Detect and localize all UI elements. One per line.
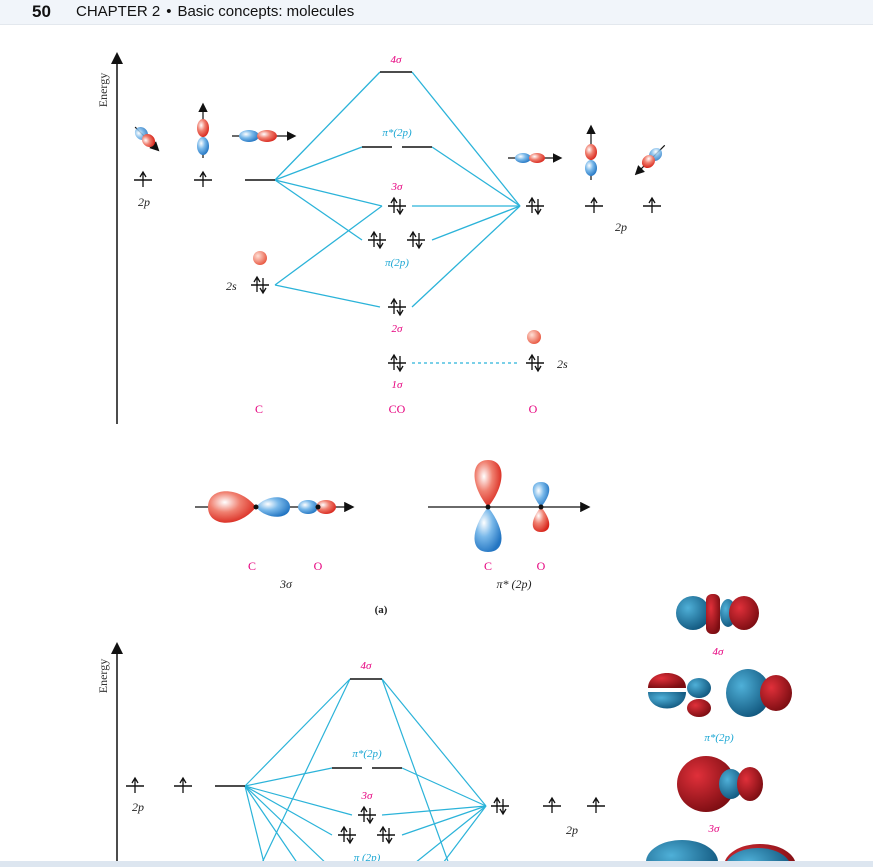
mo-1sigma-label-a: 1σ [392,379,404,391]
render-pi-star-label: π*(2p) [704,732,734,744]
bullet: • [166,3,172,20]
mo-pi-level-b2 [376,826,396,844]
o-p-orbital-icons [508,124,666,180]
c-p-orbital-icons [134,102,297,158]
atom-c-label: C [255,402,263,416]
b-right-2p-pair [490,797,510,815]
mo-4sigma-label-b: 4σ [361,660,373,672]
mo-4sigma-label-a: 4σ [391,54,403,66]
o-2p-label: 2p [615,220,627,234]
mo-3sigma-level-a [387,197,407,215]
render-4sigma [676,594,759,634]
mo-3sigma-label-a: 3σ [391,181,404,193]
correlation-lines-a [274,71,521,364]
rendered-orbitals: 4σ π*(2p) 3σ [646,594,796,867]
orbital-3sigma-picture [195,491,355,523]
caption-a: (a) [375,604,388,616]
orb-3sigma-o-label: O [314,559,323,573]
mo-1sigma-level-a [387,354,407,372]
mo-3sigma-label-b: 3σ [361,790,374,802]
render-4sigma-label: 4σ [713,646,725,658]
c-2p-levels [133,171,275,188]
b-left-2p-electron-1 [125,777,145,794]
c-2s-label: 2s [226,279,237,293]
diagram-b: Energy 2p 4σ π*(2p) 3σ [96,642,606,867]
orbital-pi-star-picture [428,460,591,552]
orb-pi-o-label: O [537,559,546,573]
orb-3sigma-c-label: C [248,559,256,573]
orb-pi-caption: π* (2p) [496,577,531,591]
chapter-title: Basic concepts: molecules [177,3,355,20]
o-2s-level [525,354,545,372]
mo-pi-level-b1 [337,826,357,844]
c-2p-electron-1 [133,171,153,188]
bottom-scroll-strip [0,861,873,867]
b-right-2p-electron-2 [542,797,562,814]
render-3sigma-label: 3σ [708,823,721,835]
atom-o-label: O [529,402,538,416]
c-2s-orbital-icon [253,251,267,265]
energy-axis-label-a: Energy [96,73,110,107]
orb-pi-c-label: C [484,559,492,573]
page-number: 50 [32,2,51,21]
render-3sigma [677,756,763,812]
energy-axis-label-b: Energy [96,659,110,693]
orb-3sigma-caption: 3σ [279,577,293,591]
mo-pi-level-a1 [367,231,387,249]
c-2p-label: 2p [138,195,150,209]
c-2p-electron-2 [193,171,213,188]
b-left-2p-label: 2p [132,800,144,814]
mo-2sigma-label-a: 2σ [392,323,404,335]
mo-pi-star-label-a: π*(2p) [382,127,412,139]
render-pi-star [648,669,792,717]
o-2s-orbital-icon [527,330,541,344]
c-2s-level [250,276,270,294]
b-right-2p-label: 2p [566,823,578,837]
molecule-co-label: CO [389,402,406,416]
mo-pi-level-a2 [406,231,426,249]
diagram-a: Energy 2p 2s [96,52,666,616]
mo-2sigma-level-a [387,298,407,316]
o-2p-electron-3 [642,197,662,214]
o-2s-label: 2s [557,357,568,371]
mo-3sigma-level-b [357,806,377,824]
o-2p-electron-2 [584,197,604,214]
mo-pi-star-label-b: π*(2p) [352,748,382,760]
page-header: 50 CHAPTER 2 • Basic concepts: molecules [0,0,873,25]
b-right-2p-electron-3 [586,797,606,814]
chapter-label: CHAPTER 2 [76,3,161,20]
chapter-heading: CHAPTER 2 • Basic concepts: molecules [76,3,354,20]
correlation-lines-b [244,678,487,867]
mo-pi-label-a: π(2p) [385,257,409,269]
b-left-2p-electron-2 [173,777,193,794]
o-2p-pair-level [525,197,545,215]
